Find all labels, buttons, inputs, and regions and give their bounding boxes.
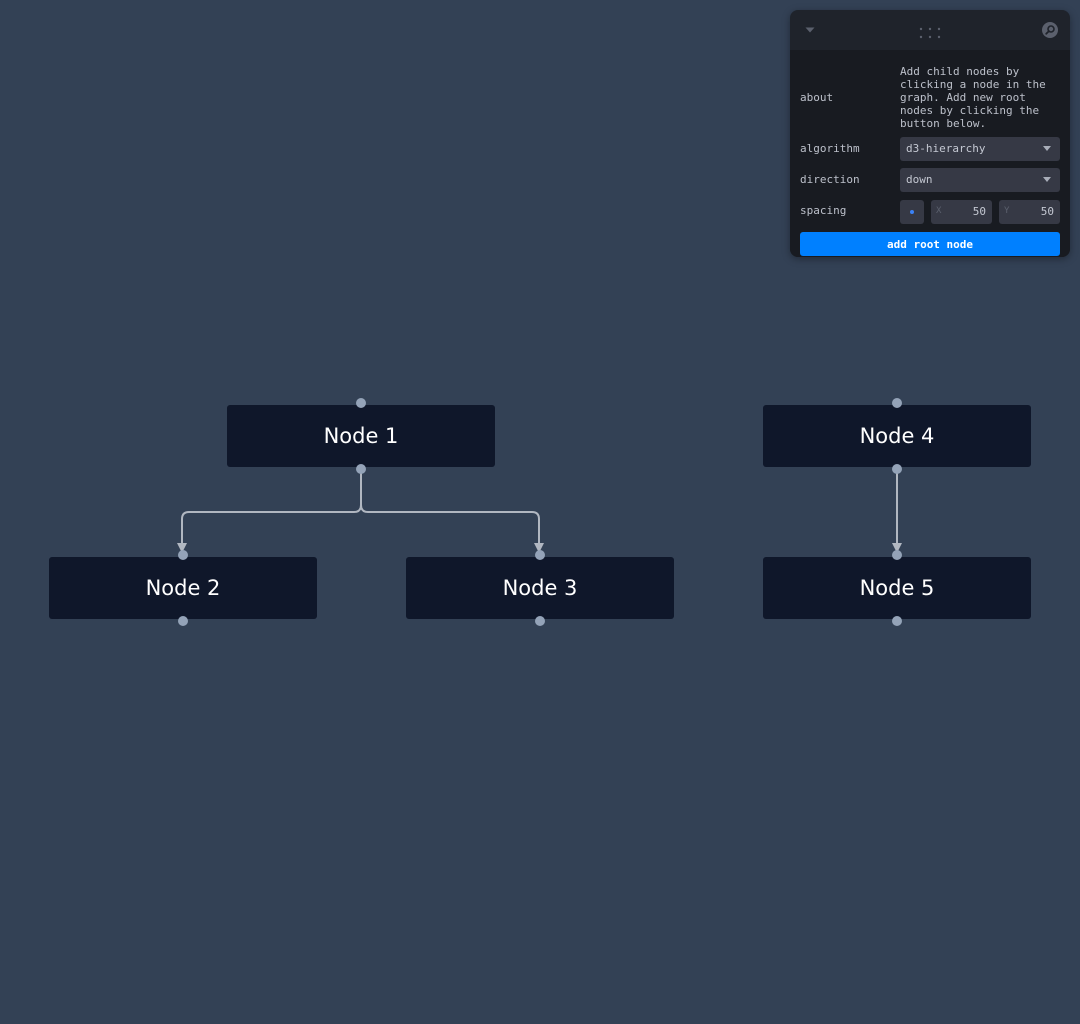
target-handle[interactable] bbox=[356, 398, 366, 408]
source-handle[interactable] bbox=[178, 616, 188, 626]
direction-select[interactable]: down bbox=[900, 168, 1060, 192]
edge-node1-node2[interactable] bbox=[177, 469, 362, 553]
y-input-value: 50 bbox=[1040, 205, 1054, 218]
source-handle[interactable] bbox=[892, 464, 902, 474]
panel-body: about Add child nodes by clicking a node… bbox=[790, 50, 1070, 257]
search-icon[interactable] bbox=[1042, 22, 1058, 38]
graph-node[interactable]: Node 4 bbox=[763, 398, 1031, 474]
algorithm-value: d3-hierarchy bbox=[906, 142, 986, 155]
direction-label: direction bbox=[800, 173, 860, 186]
controls-panel: about Add child nodes by clicking a node… bbox=[790, 10, 1070, 257]
spacing-y-input[interactable]: Y 50 bbox=[999, 200, 1060, 224]
target-handle[interactable] bbox=[892, 550, 902, 560]
target-handle[interactable] bbox=[535, 550, 545, 560]
graph-node[interactable]: Node 5 bbox=[763, 550, 1031, 626]
about-text: Add child nodes by clicking a node in th… bbox=[900, 65, 1046, 130]
spacing-label: spacing bbox=[800, 204, 847, 217]
graph-node[interactable]: Node 3 bbox=[406, 550, 674, 626]
source-handle[interactable] bbox=[535, 616, 545, 626]
node-label: Node 2 bbox=[145, 576, 221, 600]
y-input-label: Y bbox=[1004, 206, 1010, 216]
node-label: Node 1 bbox=[323, 424, 399, 448]
node-label: Node 3 bbox=[502, 576, 578, 600]
spacing-x-input[interactable]: X 50 bbox=[931, 200, 992, 224]
source-handle[interactable] bbox=[356, 464, 366, 474]
algorithm-label: algorithm bbox=[800, 142, 860, 155]
algorithm-select[interactable]: d3-hierarchy bbox=[900, 137, 1060, 161]
drag-dots-icon[interactable] bbox=[918, 24, 942, 39]
node-label: Node 4 bbox=[859, 424, 935, 448]
node-label: Node 5 bbox=[859, 576, 935, 600]
graph-node[interactable]: Node 1 bbox=[227, 398, 495, 474]
target-handle[interactable] bbox=[178, 550, 188, 560]
edge-node1-node3[interactable] bbox=[360, 469, 544, 553]
panel-title-bar[interactable] bbox=[790, 10, 1070, 50]
add-root-node-button[interactable]: add root node bbox=[800, 232, 1060, 256]
about-label: about bbox=[800, 91, 834, 104]
chevron-down-icon bbox=[1043, 177, 1051, 182]
spacing-joystick[interactable] bbox=[900, 200, 924, 224]
x-input-value: 50 bbox=[972, 205, 986, 218]
x-input-label: X bbox=[936, 206, 942, 216]
direction-value: down bbox=[906, 173, 933, 186]
target-handle[interactable] bbox=[892, 398, 902, 408]
joystick-dot bbox=[910, 210, 914, 214]
chevron-down-icon[interactable] bbox=[802, 22, 818, 38]
chevron-down-icon bbox=[1043, 146, 1051, 151]
graph-node[interactable]: Node 2 bbox=[49, 550, 317, 626]
source-handle[interactable] bbox=[892, 616, 902, 626]
